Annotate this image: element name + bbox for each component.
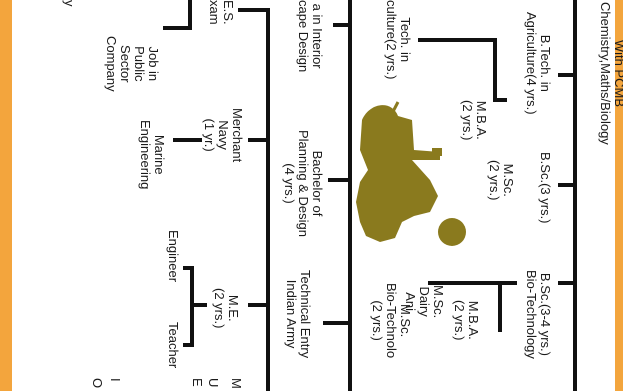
edge-letter-u: U <box>206 378 221 388</box>
merchant-navy-label: Merchant Navy (1 yr.) <box>202 108 245 163</box>
edge-letter-i: I <box>108 378 123 382</box>
tractor-icon <box>356 101 466 246</box>
msc-biotech-label: M.Sc. Bio-Technolo (2 yrs.) <box>370 283 413 359</box>
mtech-agriculture-label: Tech. in culture(2 yrs.) <box>384 0 413 80</box>
edge-letter-m: M <box>229 378 244 389</box>
edge-letter-e: E <box>190 378 205 387</box>
me-label: M.E. (2 yrs.) <box>212 288 241 329</box>
edge-letter-y: y <box>62 0 77 7</box>
teacher-label: Teacher <box>166 322 181 369</box>
technical-entry-label: Technical Entry Indian Army <box>284 270 313 359</box>
pcm-label: With PCMB Chemistry,Maths/Biology <box>598 2 623 145</box>
marine-engineering-label: Marine Engineering <box>138 120 167 190</box>
interior-design-label: a in Interior cape Design <box>296 0 325 73</box>
ies-exam-label: E.S. xam <box>207 0 236 25</box>
left-accent-strip <box>0 0 12 391</box>
bsc-3yrs-label: B.Sc.(3 yrs.) <box>538 152 553 224</box>
engineer-label: Engineer <box>166 230 181 283</box>
right-accent-strip <box>615 0 623 391</box>
msc-agri-label: M.Sc. (2 yrs.) <box>487 160 516 201</box>
mba-biotech-label: M.B.A. (2 yrs.) <box>452 300 481 341</box>
job-public-sector-label: Job in Public Sector Company <box>104 36 161 92</box>
bachelor-planning-label: Bachelor of Planning & Design (4 yrs.) <box>282 130 325 237</box>
mba-agri-label: M.B.A. (2 yrs.) <box>460 100 489 141</box>
btech-agriculture-label: B.Tech. in Agriculture(4 yrs.) <box>524 12 553 115</box>
edge-letter-o: O <box>90 378 105 389</box>
bsc-biotech-label: B.Sc.(3-4 yrs.) Bio-Technology <box>524 270 553 359</box>
